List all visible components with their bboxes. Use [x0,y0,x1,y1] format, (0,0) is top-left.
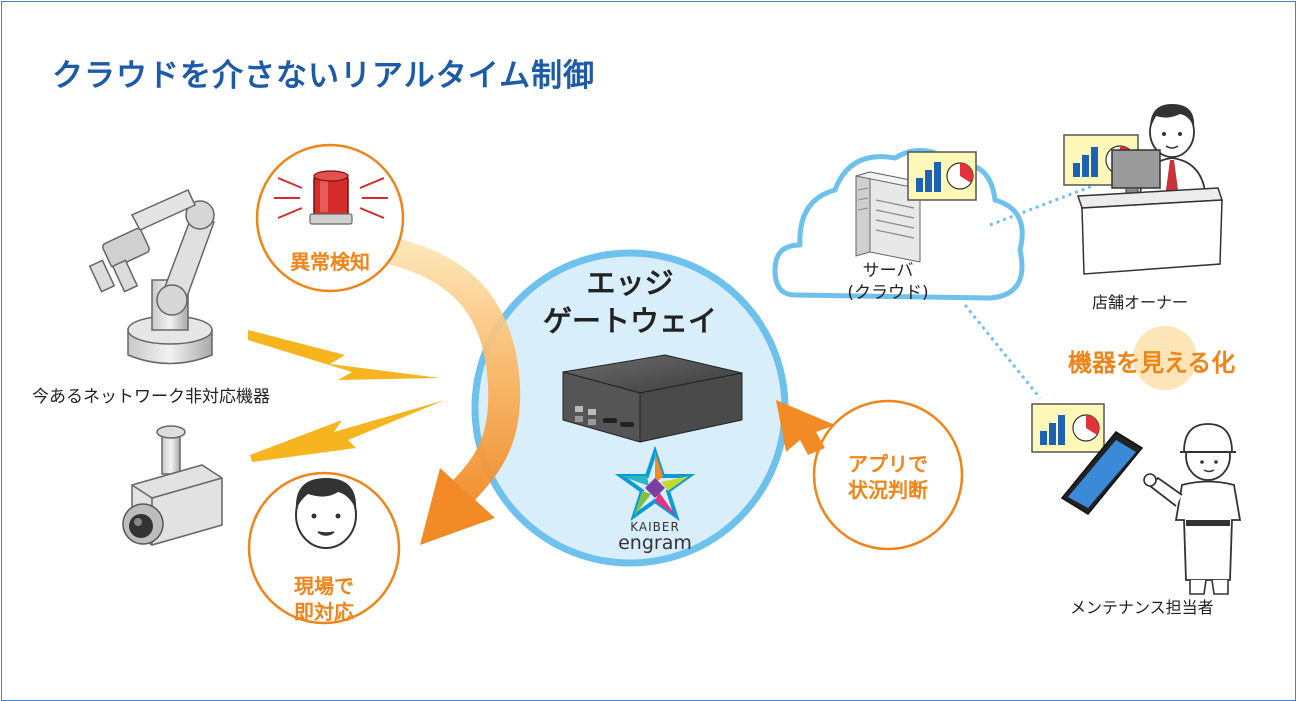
diagram-art [88,104,1242,625]
gateway-device-icon [562,354,743,443]
app-arrow-icon [776,400,835,455]
visualize-highlight [1133,326,1197,390]
app-judgment-line1: アプリで [848,452,928,476]
store-owner-icon [1076,104,1224,275]
lightning-bolt-icon [248,330,440,380]
maintenance-label: メンテナンス担当者 [1070,598,1214,617]
lightning-bolt-icon [250,400,445,462]
visualize-label: 機器を見える化 [1068,349,1236,377]
person-face-icon [295,478,357,549]
brand-engram: engram [618,532,692,554]
response-arrow-icon [380,238,521,545]
dashboard-card-icon [907,151,977,201]
warning-light-icon [274,170,388,225]
owner-label: 店舗オーナー [1092,293,1189,312]
cloud-to-maintenance-link [963,304,1042,399]
gateway-title-line2: ゲートウェイ [542,304,717,338]
cloud-label-line2: (クラウド) [847,283,929,303]
camera-device-icon [122,425,223,546]
onsite-label-line1: 現場で [294,574,354,598]
dashboard-card-icon [1031,403,1105,453]
anomaly-detect-label: 異常検知 [290,250,370,274]
devices-label: 今あるネットワーク非対応機器 [32,387,270,407]
page-title: クラウドを介さないリアルタイム制御 [52,58,596,94]
cloud-to-owner-link [989,183,1096,227]
onsite-label-line2: 即対応 [294,600,354,624]
app-judgment-line2: 状況判断 [848,478,928,502]
maintenance-worker-icon [1060,423,1242,595]
brand-kaiber: KAIBER [630,520,680,534]
gateway-title-line1: エッジ [586,266,674,300]
kaiber-star-logo-icon [614,445,696,522]
app-judgment-circle [812,399,964,551]
cloud-label-line1: サーバ [862,261,914,281]
robot-arm-icon [88,189,215,365]
